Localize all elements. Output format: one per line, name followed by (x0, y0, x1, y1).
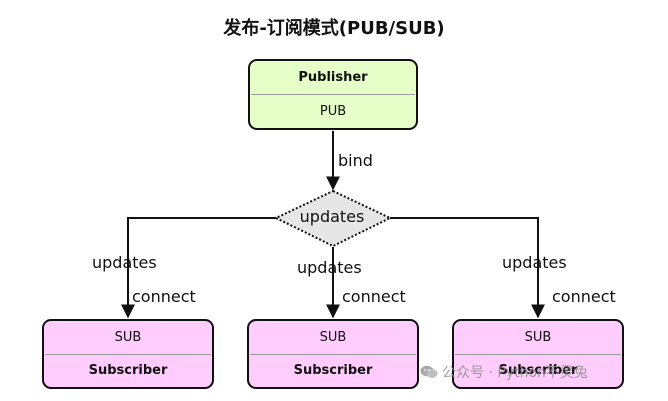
subscriber-name: Subscriber (88, 363, 168, 379)
updates-label-right: updates (502, 253, 567, 272)
updates-hub-label: updates (299, 207, 365, 226)
wechat-icon (420, 365, 438, 378)
updates-edge-left (121, 217, 276, 319)
publisher-role: PUB (319, 104, 347, 119)
subscriber-role: SUB (524, 329, 552, 345)
bind-label: bind (338, 151, 373, 170)
updates-label-middle: updates (297, 258, 362, 277)
publisher-divider (251, 94, 415, 95)
connect-label-right: connect (552, 287, 616, 306)
subscriber-role: SUB (319, 329, 347, 345)
publisher-name: Publisher (298, 70, 368, 85)
subscriber-divider (455, 353, 621, 355)
updates-hub-diamond (273, 189, 393, 248)
connect-label-left: connect (132, 287, 196, 306)
updates-label-left: updates (92, 253, 157, 272)
publisher-node: Publisher PUB (248, 59, 418, 130)
connect-label-middle: connect (342, 287, 406, 306)
subscriber-divider (250, 353, 416, 355)
subscriber-node-left: SUB Subscriber (42, 319, 214, 389)
subscriber-node-middle: SUB Subscriber (247, 319, 419, 389)
subscriber-node-right: SUB Subscriber (452, 319, 624, 389)
subscriber-role: SUB (114, 329, 142, 345)
subscriber-name: Subscriber (293, 363, 373, 379)
page-title: 发布-订阅模式(PUB/SUB) (223, 18, 445, 39)
subscriber-name: Subscriber (498, 363, 578, 379)
watermark-text: 公众号 · Python不灵兔 (442, 365, 588, 381)
updates-edge-right (390, 217, 545, 319)
subscriber-divider (45, 353, 211, 355)
watermark: 公众号 · Python不灵兔 (420, 362, 588, 382)
